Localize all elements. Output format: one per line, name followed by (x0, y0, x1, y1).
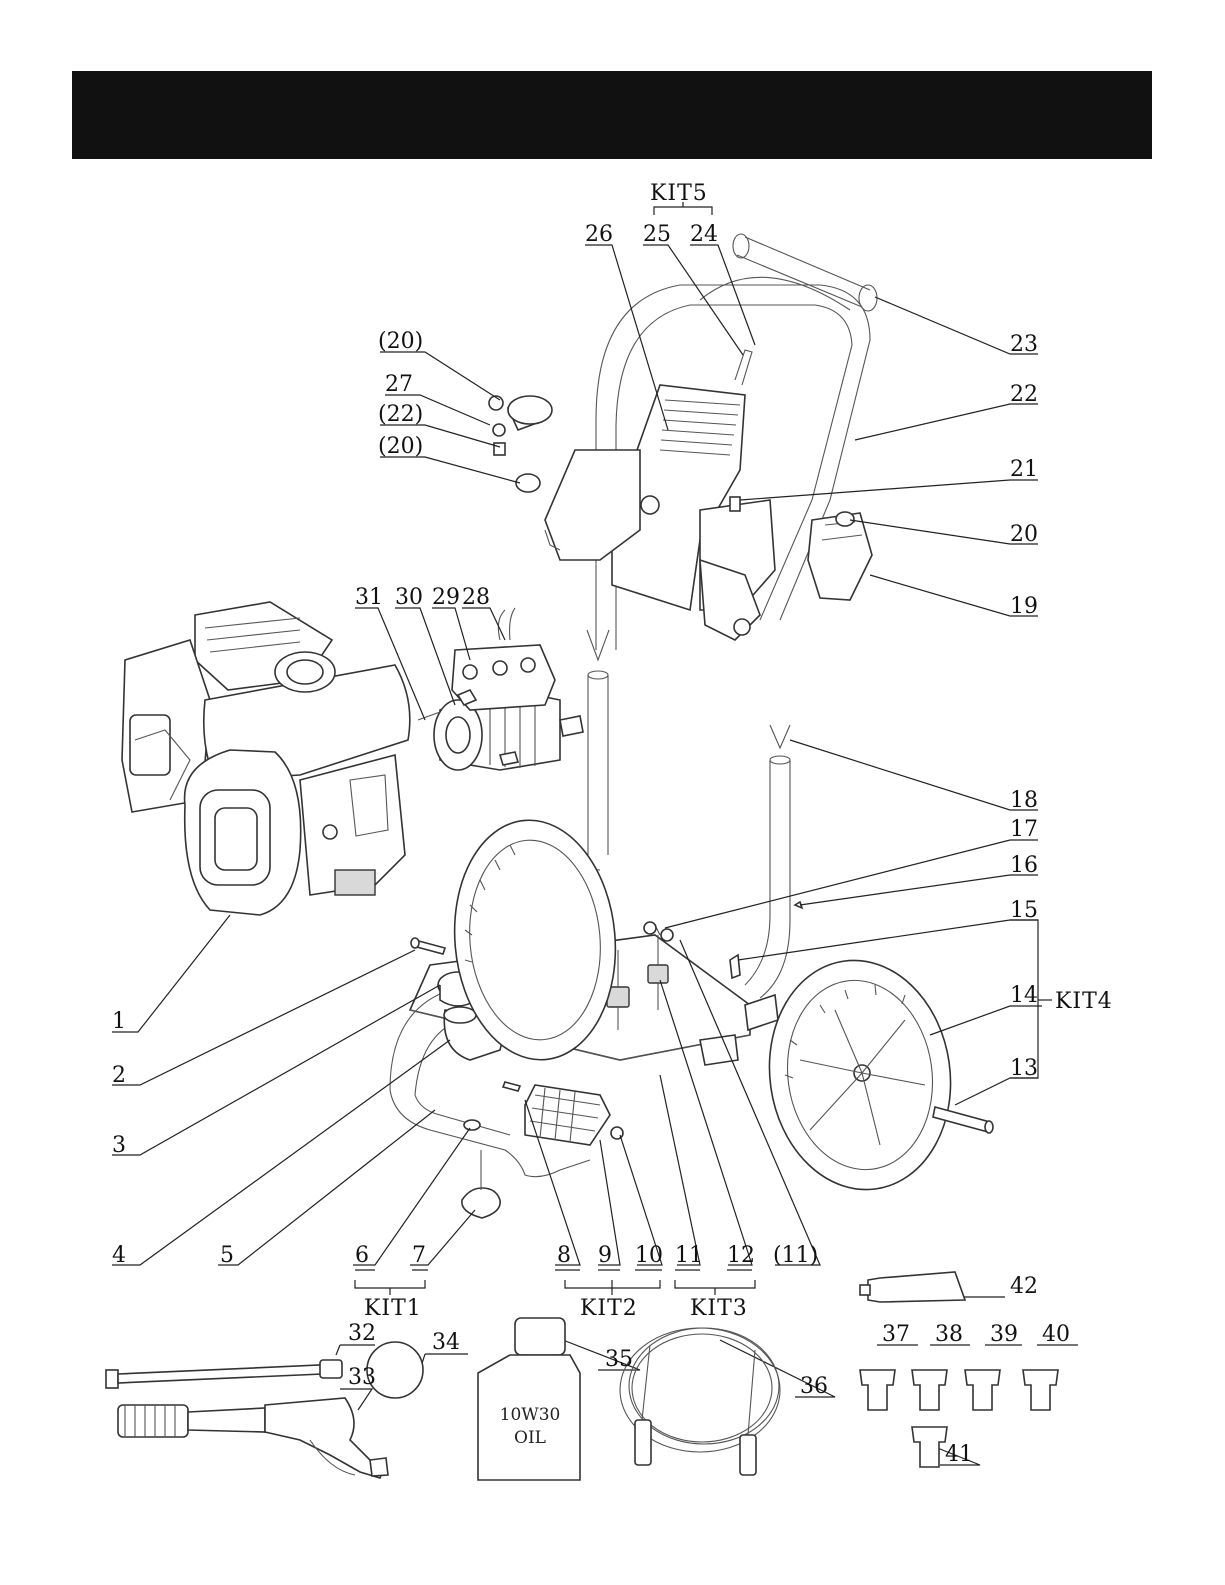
label-kit4: KIT4 (1055, 989, 1113, 1014)
label-part-8: 8 (557, 1243, 571, 1268)
label-part-11: 11 (675, 1243, 703, 1268)
label-part-15: 15 (1010, 898, 1038, 923)
pump (418, 608, 583, 770)
label-part-9: 9 (598, 1243, 612, 1268)
label-part-12: 12 (727, 1243, 755, 1268)
label-part-4: 4 (112, 1243, 126, 1268)
label-part-27: 27 (385, 372, 413, 397)
oil-bottle: 10W30 OIL (478, 1318, 580, 1480)
label-part-37: 37 (882, 1322, 910, 1347)
label-part-31: 31 (355, 585, 383, 610)
label-kit5: KIT5 (650, 181, 708, 206)
engine (122, 602, 410, 915)
label-part-35: 35 (605, 1347, 633, 1372)
label-kit3: KIT3 (690, 1296, 748, 1321)
label-part-39: 39 (990, 1322, 1018, 1347)
label-part-11-ref: (11) (773, 1243, 818, 1268)
label-part-22-ref: (22) (378, 402, 423, 427)
label-part-3: 3 (112, 1133, 126, 1158)
label-part-21: 21 (1010, 457, 1038, 482)
oil-bottle-label-line2: OIL (514, 1428, 546, 1448)
label-part-33: 33 (348, 1365, 376, 1390)
label-part-30: 30 (395, 585, 423, 610)
label-kit2: KIT2 (580, 1296, 638, 1321)
nozzle-42 (860, 1272, 965, 1302)
label-part-20: 20 (1010, 522, 1038, 547)
spray-wand (106, 1360, 342, 1388)
crossbar-clamp-left (489, 396, 640, 560)
hose-holder (808, 512, 872, 600)
wheel-guard (525, 1085, 623, 1145)
label-part-24: 24 (690, 222, 718, 247)
label-part-34: 34 (432, 1330, 460, 1355)
label-kit1: KIT1 (364, 1296, 422, 1321)
label-part-42: 42 (1010, 1274, 1038, 1299)
label-part-32: 32 (348, 1321, 376, 1346)
label-part-7: 7 (412, 1243, 426, 1268)
label-part-40: 40 (1042, 1322, 1070, 1347)
label-part-16: 16 (1010, 853, 1038, 878)
crossbar-clamp-right (700, 497, 775, 640)
label-part-29: 29 (432, 585, 460, 610)
label-part-5: 5 (220, 1243, 234, 1268)
oil-bottle-label-line1: 10W30 (500, 1405, 561, 1425)
label-part-10: 10 (635, 1243, 663, 1268)
wheel-right (755, 949, 965, 1202)
label-part-19: 19 (1010, 594, 1038, 619)
label-part-2: 2 (112, 1063, 126, 1088)
label-part-22: 22 (1010, 382, 1038, 407)
label-part-6: 6 (355, 1243, 369, 1268)
high-pressure-hose (620, 1328, 780, 1475)
label-part-17: 17 (1010, 817, 1038, 842)
label-part-20-ref-b: (20) (378, 434, 423, 459)
label-part-36: 36 (800, 1374, 828, 1399)
label-part-23: 23 (1010, 332, 1038, 357)
label-part-28: 28 (462, 585, 490, 610)
label-part-1: 1 (112, 1009, 126, 1034)
label-part-14: 14 (1010, 983, 1038, 1008)
label-part-38: 38 (935, 1322, 963, 1347)
label-part-20-ref-a: (20) (378, 329, 423, 354)
spray-gun (118, 1398, 388, 1478)
label-part-13: 13 (1010, 1056, 1038, 1081)
label-part-18: 18 (1010, 788, 1038, 813)
label-part-25: 25 (643, 222, 671, 247)
foot-leveler (462, 1120, 500, 1218)
label-part-41: 41 (945, 1442, 973, 1467)
label-part-26: 26 (585, 222, 613, 247)
